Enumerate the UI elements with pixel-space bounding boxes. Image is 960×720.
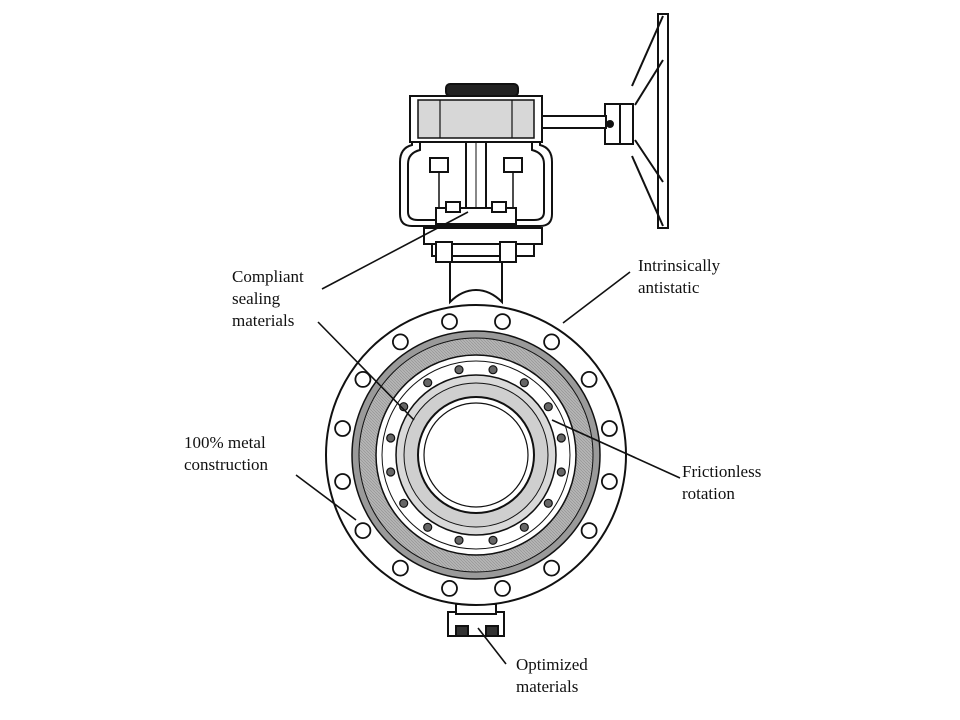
leader-optimized — [477, 627, 507, 665]
flange-bolt-hole — [580, 370, 598, 388]
flange-bolt-hole — [494, 313, 511, 331]
inner-bolt — [399, 498, 409, 508]
inner-bolt — [386, 467, 396, 477]
leader-antistatic — [562, 271, 631, 324]
callout-intrinsically-antistatic: Intrinsically antistatic — [638, 255, 720, 299]
flange-bolt-hole — [441, 580, 458, 597]
drive-shaft — [539, 115, 607, 129]
flange-bolt-holes — [334, 313, 618, 597]
callout-line: Frictionless — [682, 462, 762, 481]
inner-bolt — [556, 467, 566, 477]
callout-line: rotation — [682, 484, 735, 503]
flange-bolt-hole — [601, 420, 618, 437]
flange-bolt-hole — [334, 473, 352, 490]
inner-bolt — [488, 535, 498, 545]
flange-bolt-hole — [601, 473, 618, 490]
callout-compliant-sealing: Compliant sealing materials — [232, 266, 304, 332]
valve-body — [325, 304, 627, 606]
leader-frictionless — [551, 419, 681, 479]
handwheel — [604, 13, 669, 229]
neck-flange — [423, 227, 543, 305]
leader-compliant-top — [321, 211, 469, 290]
flange-bolt-hole — [354, 370, 372, 388]
flange-bolt-hole — [580, 522, 598, 539]
callout-metal-construction: 100% metal construction — [184, 432, 268, 476]
inner-bolt — [454, 535, 464, 545]
inner-bolt — [543, 498, 553, 508]
gearbox — [409, 83, 543, 143]
flange-bolt-hole — [334, 420, 352, 437]
callout-line: materials — [516, 677, 579, 696]
bottom-boss — [447, 603, 505, 637]
callout-line: antistatic — [638, 278, 700, 297]
flange-bolt-hole — [354, 522, 372, 539]
mounting-bracket — [399, 141, 553, 227]
inner-bolt-circle — [386, 365, 566, 545]
leader-compliant-bottom — [317, 321, 415, 421]
flange-bolt-hole — [494, 580, 511, 597]
inner-bolt — [543, 402, 553, 412]
flange-bolt-hole — [441, 313, 458, 331]
callout-line: materials — [232, 311, 295, 330]
inner-bolt — [488, 365, 498, 375]
callout-frictionless-rotation: Frictionless rotation — [682, 461, 761, 505]
callout-line: 100% metal — [184, 433, 266, 452]
inner-bolt — [386, 433, 396, 443]
leader-lines — [295, 211, 681, 665]
inner-bolt — [423, 522, 433, 532]
inner-bolt — [556, 433, 566, 443]
inner-bolt — [454, 365, 464, 375]
flange-bolt-hole — [391, 333, 409, 351]
inner-bolt — [399, 402, 409, 412]
callout-line: Optimized — [516, 655, 588, 674]
callout-line: sealing — [232, 289, 281, 308]
inner-bolt — [519, 522, 529, 532]
callout-line: Intrinsically — [638, 256, 721, 275]
callout-optimized-materials: Optimized materials — [516, 654, 588, 698]
callout-line: construction — [184, 455, 269, 474]
flange-bolt-hole — [543, 559, 560, 577]
inner-bolt — [519, 378, 529, 388]
flange-bolt-hole — [391, 559, 409, 577]
leader-metal — [295, 474, 357, 521]
flange-bolt-hole — [543, 333, 560, 351]
callout-line: Compliant — [232, 267, 304, 286]
inner-bolt — [423, 378, 433, 388]
